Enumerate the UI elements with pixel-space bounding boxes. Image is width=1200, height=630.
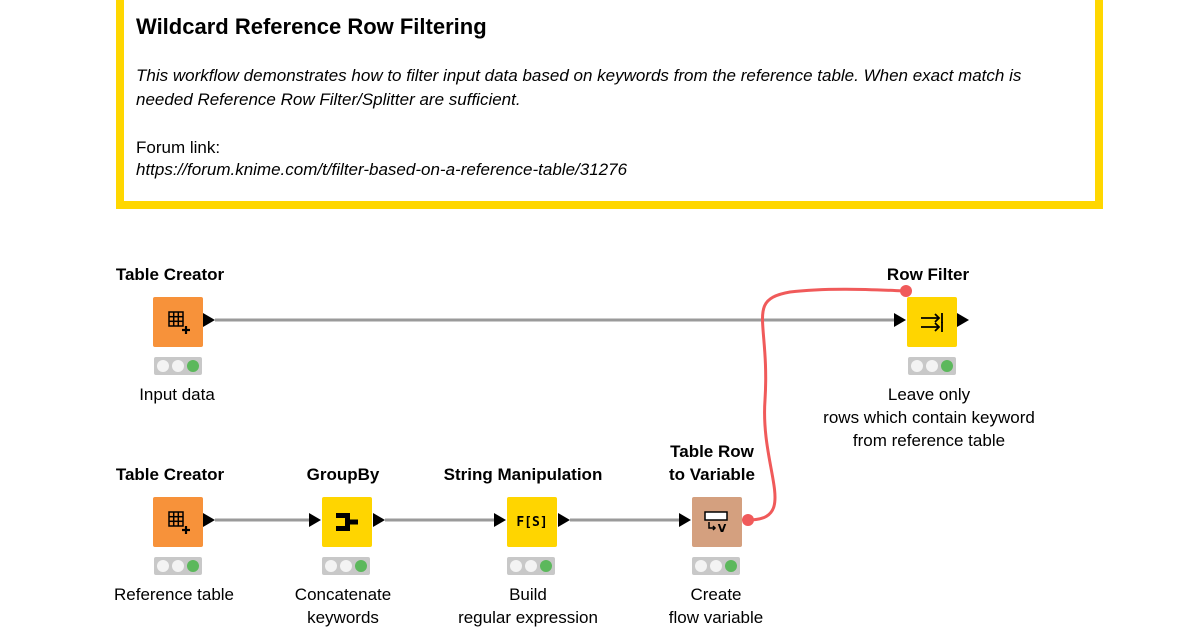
- node-desc-line: Build: [509, 585, 547, 604]
- table-row-to-variable-icon: V: [704, 511, 728, 535]
- node-desc-table-creator-reference: Reference table: [113, 585, 235, 604]
- node-title-groupby: GroupBy: [306, 465, 380, 484]
- node-desc-line: rows which contain keyword: [823, 408, 1035, 427]
- node-status-table-creator-reference: [154, 557, 202, 575]
- flow-variable-inport[interactable]: [900, 285, 912, 297]
- annotation-title: Wildcard Reference Row Filtering: [136, 14, 487, 39]
- node-title-table-row-to-variable: Table Row to Variable: [669, 440, 755, 486]
- node-string-manipulation[interactable]: F[S]: [507, 497, 557, 547]
- outport-arrow: [957, 313, 969, 327]
- node-desc-line: Leave only: [887, 385, 971, 404]
- flow-variable-outport[interactable]: [742, 514, 754, 526]
- node-desc-line: regular expression: [458, 608, 598, 627]
- node-title-line: Table Row: [670, 442, 754, 461]
- annotation-description: This workflow demonstrates how to filter…: [136, 66, 1022, 109]
- node-desc-line: Concatenate: [294, 585, 392, 604]
- inport-arrow: [679, 513, 691, 527]
- node-desc-table-row-to-variable: Create flow variable: [669, 583, 764, 629]
- outport-arrow: [203, 313, 215, 327]
- node-desc-groupby: Concatenate keywords: [295, 583, 391, 629]
- node-title-string-manipulation: String Manipulation: [443, 465, 603, 484]
- node-title-row-filter: Row Filter: [886, 265, 970, 284]
- node-status-row-filter: [908, 357, 956, 375]
- node-title-table-creator-input: Table Creator: [115, 265, 225, 284]
- node-desc-row-filter: Leave only rows which contain keyword fr…: [823, 383, 1035, 452]
- node-table-row-to-variable[interactable]: V: [692, 497, 742, 547]
- table-creator-icon: [168, 311, 190, 334]
- node-table-creator-input[interactable]: [153, 297, 203, 347]
- forum-link-label: Forum link:: [136, 138, 221, 157]
- node-status-groupby: [322, 557, 370, 575]
- node-desc-string-manipulation: Build regular expression: [458, 583, 598, 629]
- outport-arrow: [373, 513, 385, 527]
- inport-arrow: [894, 313, 906, 327]
- outport-arrow: [558, 513, 570, 527]
- workflow-annotation[interactable]: Wildcard Reference Row Filtering This wo…: [116, 0, 1103, 209]
- node-status-table-creator-input: [154, 357, 202, 375]
- node-desc-table-creator-input: Input data: [139, 385, 215, 404]
- node-groupby[interactable]: [322, 497, 372, 547]
- outport-arrow: [203, 513, 215, 527]
- node-desc-line: from reference table: [852, 431, 1006, 450]
- inport-arrow: [309, 513, 321, 527]
- node-title-line: to Variable: [669, 465, 755, 484]
- node-title-table-creator-reference: Table Creator: [115, 465, 225, 484]
- node-desc-line: keywords: [307, 608, 379, 627]
- forum-link-url[interactable]: https://forum.knime.com/t/filter-based-o…: [136, 160, 628, 179]
- string-manipulation-icon: F[S]: [516, 514, 548, 530]
- node-desc-line: Create: [690, 585, 742, 604]
- node-status-table-row-to-variable: [692, 557, 740, 575]
- table-creator-icon: [168, 511, 190, 534]
- node-desc-line: flow variable: [668, 608, 764, 627]
- node-table-creator-reference[interactable]: [153, 497, 203, 547]
- row-filter-icon: [921, 313, 943, 332]
- node-row-filter[interactable]: [907, 297, 957, 347]
- inport-arrow: [494, 513, 506, 527]
- groupby-icon: [336, 513, 358, 531]
- svg-text:V: V: [718, 522, 727, 535]
- node-status-string-manipulation: [507, 557, 555, 575]
- flow-variable-connection[interactable]: [747, 287, 907, 522]
